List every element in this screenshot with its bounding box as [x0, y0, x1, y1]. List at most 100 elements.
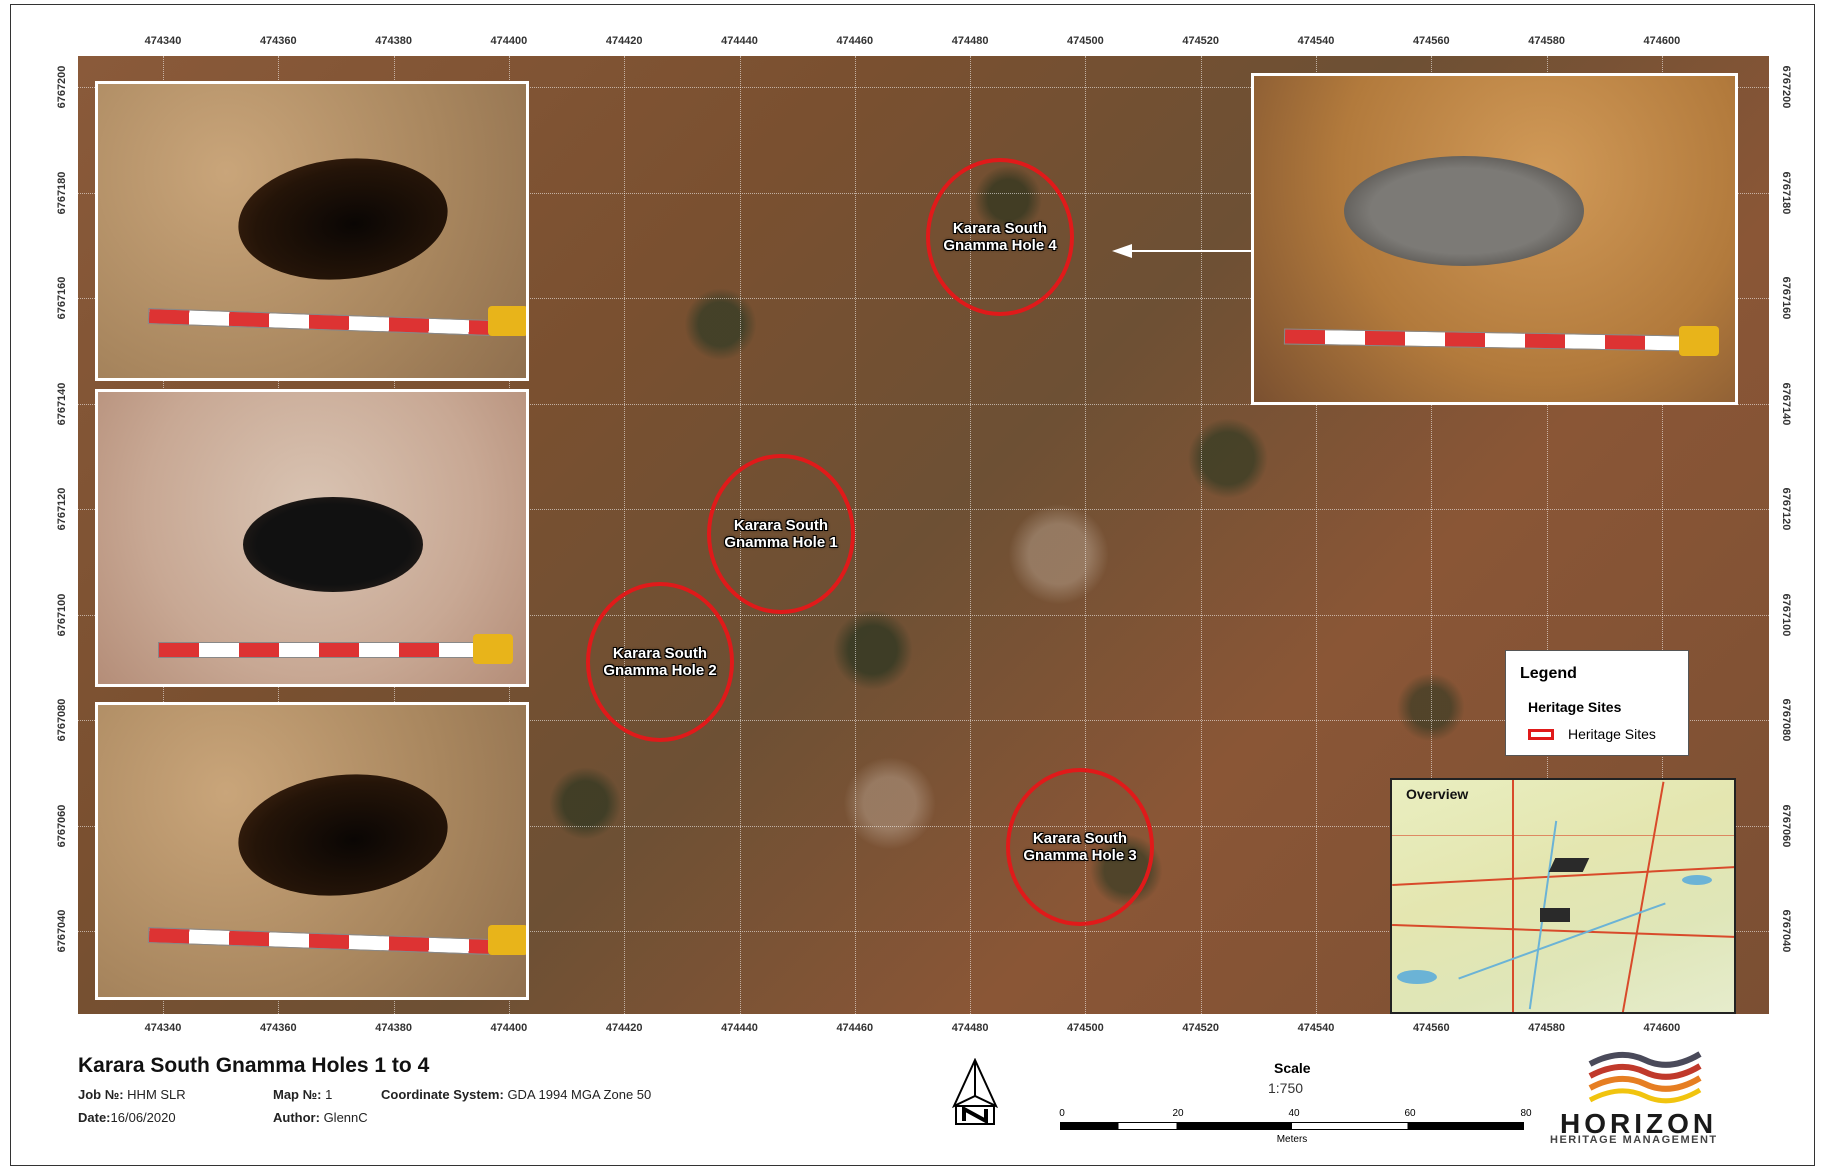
northing-tick-right: 6767080 [1780, 698, 1792, 742]
easting-tick-top: 474420 [605, 35, 643, 47]
easting-tick-top: 474360 [259, 35, 297, 47]
northing-tick-right: 6767160 [1780, 276, 1792, 320]
map-date: Date:16/06/2020 [78, 1110, 176, 1125]
photo-inset-top-right [1251, 73, 1738, 405]
easting-tick-bottom: 474380 [375, 1022, 412, 1034]
legend-group: Heritage Sites [1528, 699, 1622, 715]
grid-line-vertical [854, 56, 856, 1014]
coordinate-system: Coordinate System: GDA 1994 MGA Zone 50 [381, 1087, 652, 1102]
legend-item-label: Heritage Sites [1568, 726, 1656, 742]
overview-area-south [1540, 908, 1570, 922]
scale-units: Meters [1276, 1134, 1308, 1145]
easting-tick-top: 474540 [1297, 35, 1335, 47]
scale-tick: 80 [1520, 1108, 1532, 1119]
photo-inset-bottom-left [95, 702, 529, 1000]
easting-tick-bottom: 474480 [951, 1022, 989, 1034]
photo-inset-middle-left [95, 389, 529, 687]
northing-tick-left: 6767160 [56, 276, 68, 320]
scale-ratio: 1:750 [1268, 1080, 1304, 1096]
easting-tick-bottom: 474400 [490, 1022, 528, 1034]
northing-tick-left: 6767180 [56, 171, 68, 214]
easting-tick-top: 474460 [836, 35, 874, 47]
horizon-logo-icon [1588, 1051, 1702, 1104]
easting-tick-bottom: 474460 [836, 1022, 874, 1034]
northing-tick-left: 6767200 [56, 65, 68, 109]
scale-tick: 0 [1059, 1108, 1065, 1119]
grid-line-vertical [1661, 56, 1663, 1014]
northing-tick-left: 6767060 [56, 804, 68, 847]
grid-line-horizontal [78, 720, 1769, 721]
scale-tick: 60 [1404, 1108, 1416, 1119]
northing-tick-left: 6767120 [56, 487, 68, 531]
easting-tick-top: 474340 [144, 35, 182, 47]
easting-tick-bottom: 474540 [1297, 1022, 1335, 1034]
easting-tick-bottom: 474420 [605, 1022, 643, 1034]
northing-tick-left: 6767100 [56, 593, 68, 636]
northing-tick-left: 6767080 [56, 698, 68, 742]
grid-line-vertical [1200, 56, 1202, 1014]
northing-tick-right: 6767100 [1780, 593, 1792, 636]
easting-tick-bottom: 474500 [1067, 1022, 1104, 1034]
map-title: Karara South Gnamma Holes 1 to 4 [78, 1054, 430, 1077]
legend-swatch [1528, 729, 1554, 740]
grid-line-horizontal [78, 298, 1769, 299]
arrow-icon [1112, 244, 1253, 258]
easting-tick-top: 474520 [1182, 35, 1220, 47]
grid-line-horizontal [78, 403, 1769, 405]
easting-tick-bottom: 474520 [1182, 1022, 1220, 1034]
map-legend: Legend Heritage Sites Heritage Sites [1505, 650, 1689, 756]
grid-line-vertical [1085, 56, 1087, 1014]
grid-line-horizontal [78, 614, 1769, 616]
photo-inset-top-left [95, 81, 529, 381]
grid-line-horizontal [78, 931, 1769, 932]
scale-tick: 40 [1288, 1108, 1300, 1119]
northing-tick-left: 6767040 [56, 909, 68, 953]
northing-tick-right: 6767200 [1780, 65, 1792, 109]
scale-title: Scale [1274, 1060, 1311, 1076]
grid-line-vertical [970, 56, 972, 1014]
grid-line-horizontal [78, 825, 1769, 827]
grid-line-horizontal [78, 509, 1769, 510]
easting-tick-bottom: 474360 [259, 1022, 297, 1034]
overview-map[interactable]: Overview [1390, 778, 1736, 1014]
easting-tick-top: 474380 [375, 35, 412, 47]
easting-tick-bottom: 474600 [1643, 1022, 1681, 1034]
grid-line-vertical [1546, 56, 1548, 1014]
map-author: Author: GlennC [273, 1110, 368, 1125]
easting-tick-bottom: 474580 [1528, 1022, 1565, 1034]
job-number: Job №: HHM SLR [78, 1087, 186, 1102]
easting-tick-top: 474600 [1643, 35, 1681, 47]
grid-line-vertical [1316, 56, 1317, 1014]
overview-area-north [1548, 858, 1590, 872]
grid-line-vertical [624, 56, 626, 1014]
northing-tick-right: 6767140 [1780, 382, 1792, 425]
easting-tick-top: 474480 [951, 35, 989, 47]
north-arrow-icon [951, 1058, 999, 1125]
map-number: Map №: 1 [273, 1087, 333, 1102]
scale-bar [1060, 1122, 1524, 1130]
map-frame [10, 4, 1815, 1166]
easting-tick-top: 474580 [1528, 35, 1565, 47]
legend-title: Legend [1520, 665, 1577, 682]
grid-line-horizontal [78, 87, 1769, 88]
easting-tick-top: 474440 [721, 35, 758, 47]
northing-tick-right: 6767060 [1780, 804, 1792, 847]
northing-tick-right: 6767040 [1780, 909, 1792, 953]
easting-tick-top: 474560 [1412, 35, 1450, 47]
northing-tick-right: 6767180 [1780, 171, 1792, 214]
grid-line-vertical [1431, 56, 1433, 1014]
logo-name: HORIZON [1560, 1108, 1718, 1139]
scale-tick: 20 [1172, 1108, 1184, 1119]
easting-tick-top: 474400 [490, 35, 528, 47]
northing-tick-right: 6767120 [1780, 487, 1792, 531]
easting-tick-bottom: 474440 [721, 1022, 758, 1034]
easting-tick-bottom: 474560 [1412, 1022, 1450, 1034]
overview-title: Overview [1406, 786, 1469, 802]
easting-tick-top: 474500 [1067, 35, 1104, 47]
logo-subtitle: HERITAGE MANAGEMENT [1550, 1134, 1718, 1146]
